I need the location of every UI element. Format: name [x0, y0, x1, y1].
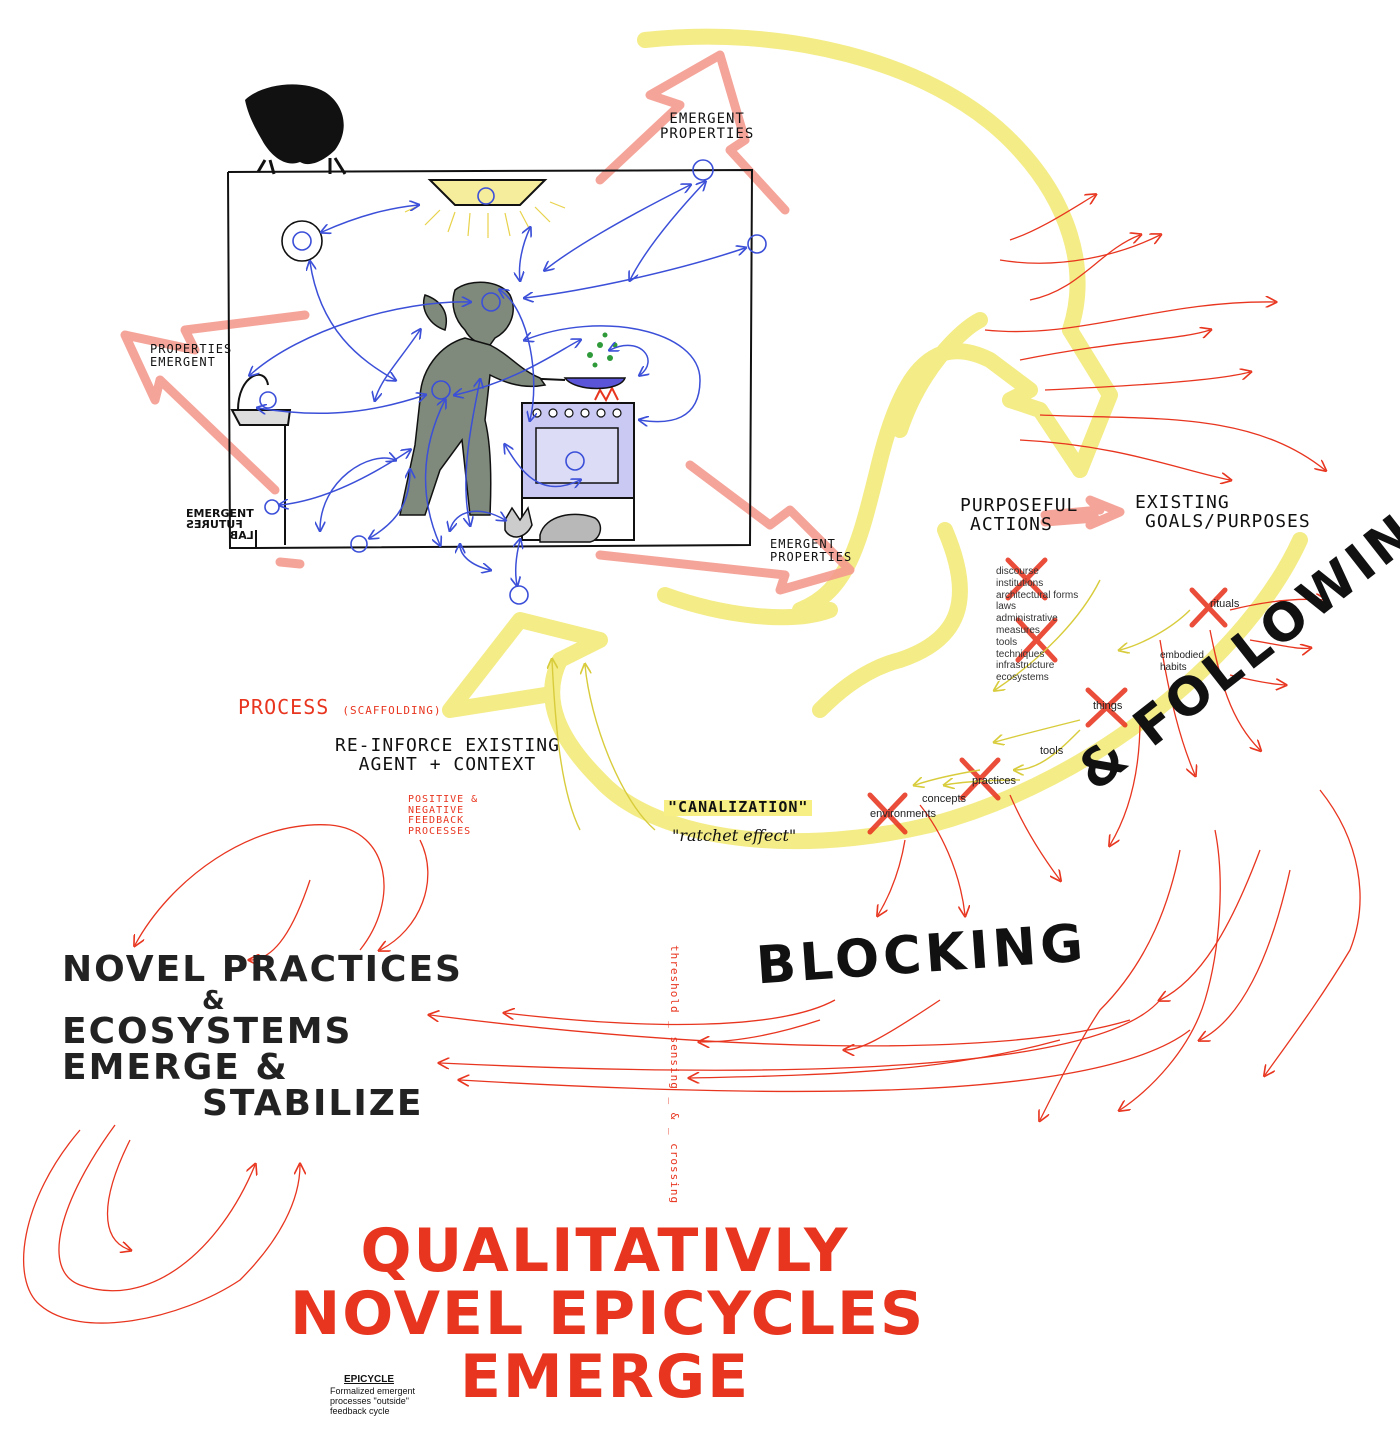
reinforce-label: RE-INFORCE EXISTING AGENT + CONTEXT [335, 737, 560, 775]
label-line: ACTIONS [970, 516, 1078, 535]
label-line: PROCESSES [408, 827, 478, 838]
scaffold-item: architectural forms [996, 590, 1086, 602]
epicycle-title: EPICYCLE [344, 1374, 415, 1386]
blue-interaction-arrows [250, 182, 745, 585]
novel-practices-label: NOVEL PRACTICES & ECOSYSTEMS EMERGE & ST… [62, 952, 463, 1122]
tools-label: tools [1040, 745, 1063, 758]
label-line: LAB [216, 530, 254, 541]
purposeful-actions-label: PURPOSEFUL ACTIONS [960, 497, 1078, 535]
lab-logo: EMERGENT FUTURES LAB [186, 508, 254, 541]
label-line: FEEDBACK [408, 816, 478, 827]
scaffold-item: institutions [996, 578, 1086, 590]
label-line: EMERGENT [660, 112, 754, 127]
crow-icon [245, 84, 345, 174]
label-line: EMERGENT [150, 356, 232, 369]
scaffolding-word: (SCAFFOLDING) [342, 704, 441, 717]
emergent-properties-top-label: EMERGENT PROPERTIES [660, 112, 754, 141]
label-line: GOALS/PURPOSES [1145, 513, 1311, 532]
label-line: Formalized emergent [330, 1386, 415, 1396]
process-label: PROCESS (SCAFFOLDING) [238, 697, 441, 718]
label-line: EMERGE & [62, 1050, 463, 1086]
label-line: PROPERTIES [150, 343, 232, 356]
threshold-label: threshold _ sensing _ & _ crossing [668, 945, 680, 1204]
label-line: NOVEL EPICYCLES [290, 1283, 920, 1346]
environments-label: environments [870, 808, 936, 821]
scaffold-item: techniques [996, 649, 1086, 661]
label-line: EMERGENT [770, 538, 852, 551]
scaffold-item: tools [996, 637, 1086, 649]
emergent-properties-bottom-label: EMERGENT PROPERTIES [770, 538, 852, 563]
red-convergence-arrows [430, 1000, 1190, 1092]
label-line: processes "outside" [330, 1396, 415, 1406]
practices-label: practices [972, 775, 1016, 788]
scaffold-item: administrative measures [996, 613, 1086, 637]
scaffold-item: ecosystems [996, 672, 1086, 684]
label-line: PROPERTIES [770, 551, 852, 564]
label-line: STABILIZE [202, 1086, 463, 1122]
label-line: QUALITATIVLY [290, 1220, 920, 1283]
label-line: NOVEL PRACTICES [62, 952, 463, 988]
scaffold-item: laws [996, 601, 1086, 613]
scaffold-item: infrastructure [996, 660, 1086, 672]
label-line: AGENT + CONTEXT [335, 756, 560, 775]
label-line: feedback cycle [330, 1406, 415, 1416]
process-word: PROCESS [238, 695, 329, 719]
canalization-label: "CANALIZATION" [664, 800, 812, 816]
feedback-processes-label: POSITIVE & NEGATIVE FEEDBACK PROCESSES [408, 795, 478, 837]
concepts-label: concepts [922, 793, 966, 806]
epicycle-definition: EPICYCLE Formalized emergent processes "… [330, 1374, 415, 1417]
label-line: POSITIVE & [408, 795, 478, 806]
ratchet-effect-label: "ratchet effect" [672, 828, 796, 845]
things-label: things [1093, 700, 1122, 713]
existing-goals-label: EXISTING GOALS/PURPOSES [1135, 494, 1311, 532]
properties-emergent-left-label: PROPERTIES EMERGENT [150, 343, 232, 368]
scaffold-list: discourse institutions architectural for… [996, 566, 1086, 684]
rituals-label: rituals [1210, 598, 1239, 611]
label-line: PROPERTIES [660, 127, 754, 142]
scaffold-item: discourse [996, 566, 1086, 578]
label-line: ECOSYSTEMS [62, 1014, 463, 1050]
